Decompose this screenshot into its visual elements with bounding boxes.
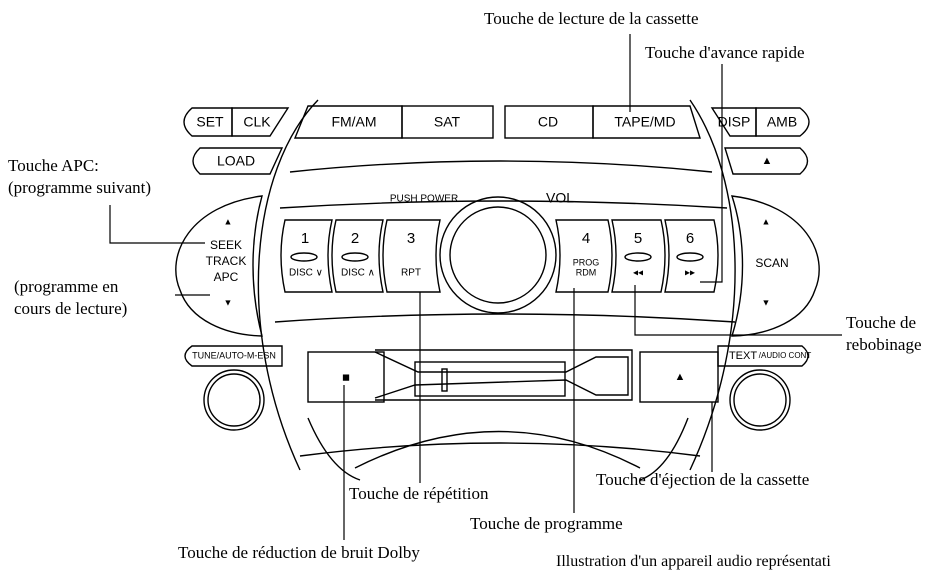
- track-label: TRACK: [206, 254, 247, 268]
- annotation-prev-line2: cours de lecture): [14, 299, 128, 318]
- sat-button[interactable]: [401, 105, 494, 139]
- annotation-prev-line1: (programme en: [14, 277, 119, 296]
- volume-knob-outer[interactable]: [439, 196, 557, 314]
- cassette-slot-frame: [375, 349, 633, 401]
- text-audio-cont-button[interactable]: [717, 345, 809, 367]
- fm-am-label: FM/AM: [331, 114, 376, 130]
- leader-rew: [634, 285, 842, 336]
- set-button[interactable]: [183, 107, 233, 137]
- seek-track-apc-button[interactable]: [175, 195, 263, 337]
- volume-knob-inner: [449, 206, 547, 304]
- annotation-prog: Touche de programme: [470, 514, 623, 533]
- preset-5-button[interactable]: [611, 219, 666, 293]
- panel-inner-curve: [639, 417, 689, 481]
- amb-label: AMB: [767, 114, 797, 130]
- clk-label: CLK: [243, 114, 271, 130]
- preset-2-slot: [341, 252, 369, 262]
- seek-down-icon: ▼: [224, 297, 233, 307]
- tune-knob[interactable]: [203, 369, 265, 431]
- panel-bottom-curve: [354, 430, 641, 469]
- amb-button[interactable]: [755, 107, 810, 137]
- sat-label: SAT: [434, 114, 461, 130]
- annotation-apc-line2: (programme suivant): [8, 178, 152, 197]
- preset-6-button[interactable]: [664, 219, 719, 293]
- annotation-dolby: Touche de réduction de bruit Dolby: [178, 543, 420, 562]
- push-power-label: PUSH POWER: [390, 194, 458, 205]
- scan-down-icon: ▼: [762, 297, 771, 307]
- annotation-rew-line1: Touche de: [846, 313, 917, 332]
- apc-label: APC: [214, 270, 239, 284]
- preset-4-label: 4: [582, 230, 590, 247]
- preset-2-label: 2: [351, 230, 359, 247]
- rewind-icon: ◂◂: [633, 268, 643, 279]
- audio-cont-knob[interactable]: [729, 369, 791, 431]
- preset-1-sub: DISC ∨: [289, 268, 323, 279]
- clk-button[interactable]: [231, 107, 290, 137]
- vol-label: VOL: [546, 190, 574, 206]
- preset-4-sub-rdm: RDM: [576, 267, 597, 277]
- preset-4-sub-prog: PROG: [573, 257, 600, 267]
- text-audio-label-a: TEXT: [729, 350, 757, 362]
- fast-forward-icon: ▸▸: [685, 268, 695, 279]
- cassette-window: [414, 361, 566, 397]
- panel-inner-curve: [307, 417, 361, 481]
- tape-md-button[interactable]: [592, 105, 701, 139]
- seek-up-icon: ▲: [224, 216, 233, 226]
- seek-label: SEEK: [210, 238, 242, 252]
- annotation-repeat: Touche de répétition: [349, 484, 489, 503]
- panel-inner-line: [289, 160, 713, 173]
- panel-inner-line: [279, 200, 728, 209]
- load-button[interactable]: [192, 147, 284, 175]
- preset-3-label: 3: [407, 230, 415, 247]
- panel-inner-line: [299, 442, 701, 457]
- preset-1-label: 1: [301, 230, 309, 247]
- preset-1-button[interactable]: [280, 219, 333, 293]
- preset-3-sub: RPT: [401, 268, 421, 279]
- panel-outline: [257, 99, 319, 471]
- disp-label: DISP: [718, 114, 751, 130]
- preset-5-label: 5: [634, 230, 642, 247]
- preset-5-slot: [624, 252, 652, 262]
- preset-3-button[interactable]: [382, 219, 441, 293]
- panel-inner-line: [274, 313, 736, 323]
- dolby-button[interactable]: [307, 351, 385, 403]
- tape-eject-button[interactable]: [639, 351, 719, 403]
- preset-6-label: 6: [686, 230, 694, 247]
- leader-ffwd: [700, 64, 723, 283]
- annotation-ffwd: Touche d'avance rapide: [645, 43, 805, 62]
- cd-label: CD: [538, 114, 558, 130]
- eject-top-button[interactable]: [724, 147, 809, 175]
- scan-label: SCAN: [755, 256, 788, 270]
- set-label: SET: [196, 114, 224, 130]
- scan-button[interactable]: [731, 195, 820, 337]
- dolby-icon: ■: [342, 369, 350, 384]
- preset-4-button[interactable]: [555, 219, 613, 293]
- audio-cont-knob-inner: [733, 373, 787, 427]
- annotation-apc-line1: Touche APC:: [8, 156, 99, 175]
- preset-2-sub: DISC ∧: [341, 268, 375, 279]
- leader-apc: [109, 205, 205, 244]
- annotation-play: Touche de lecture de la cassette: [484, 9, 699, 28]
- preset-6-slot: [676, 252, 704, 262]
- preset-1-slot: [290, 252, 318, 262]
- cassette-door: [374, 351, 629, 399]
- tune-button[interactable]: [184, 345, 283, 367]
- preset-2-button[interactable]: [331, 219, 384, 293]
- eject-top-icon: ▲: [762, 155, 773, 167]
- tune-label: TUNE/AUTO-M-ESN: [192, 350, 276, 360]
- tape-eject-icon: ▲: [675, 371, 686, 383]
- annotation-rew-line2: rebobinage: [846, 335, 922, 354]
- tune-knob-inner: [207, 373, 261, 427]
- text-audio-label-b: /AUDIO CONT: [759, 351, 812, 360]
- figure-caption: Illustration d'un appareil audio représe…: [556, 553, 831, 570]
- scan-up-icon: ▲: [762, 216, 771, 226]
- annotation-eject: Touche d'éjection de la cassette: [596, 470, 810, 489]
- load-label: LOAD: [217, 153, 255, 169]
- cassette-indicator: [441, 368, 448, 392]
- tape-md-label: TAPE/MD: [614, 114, 675, 130]
